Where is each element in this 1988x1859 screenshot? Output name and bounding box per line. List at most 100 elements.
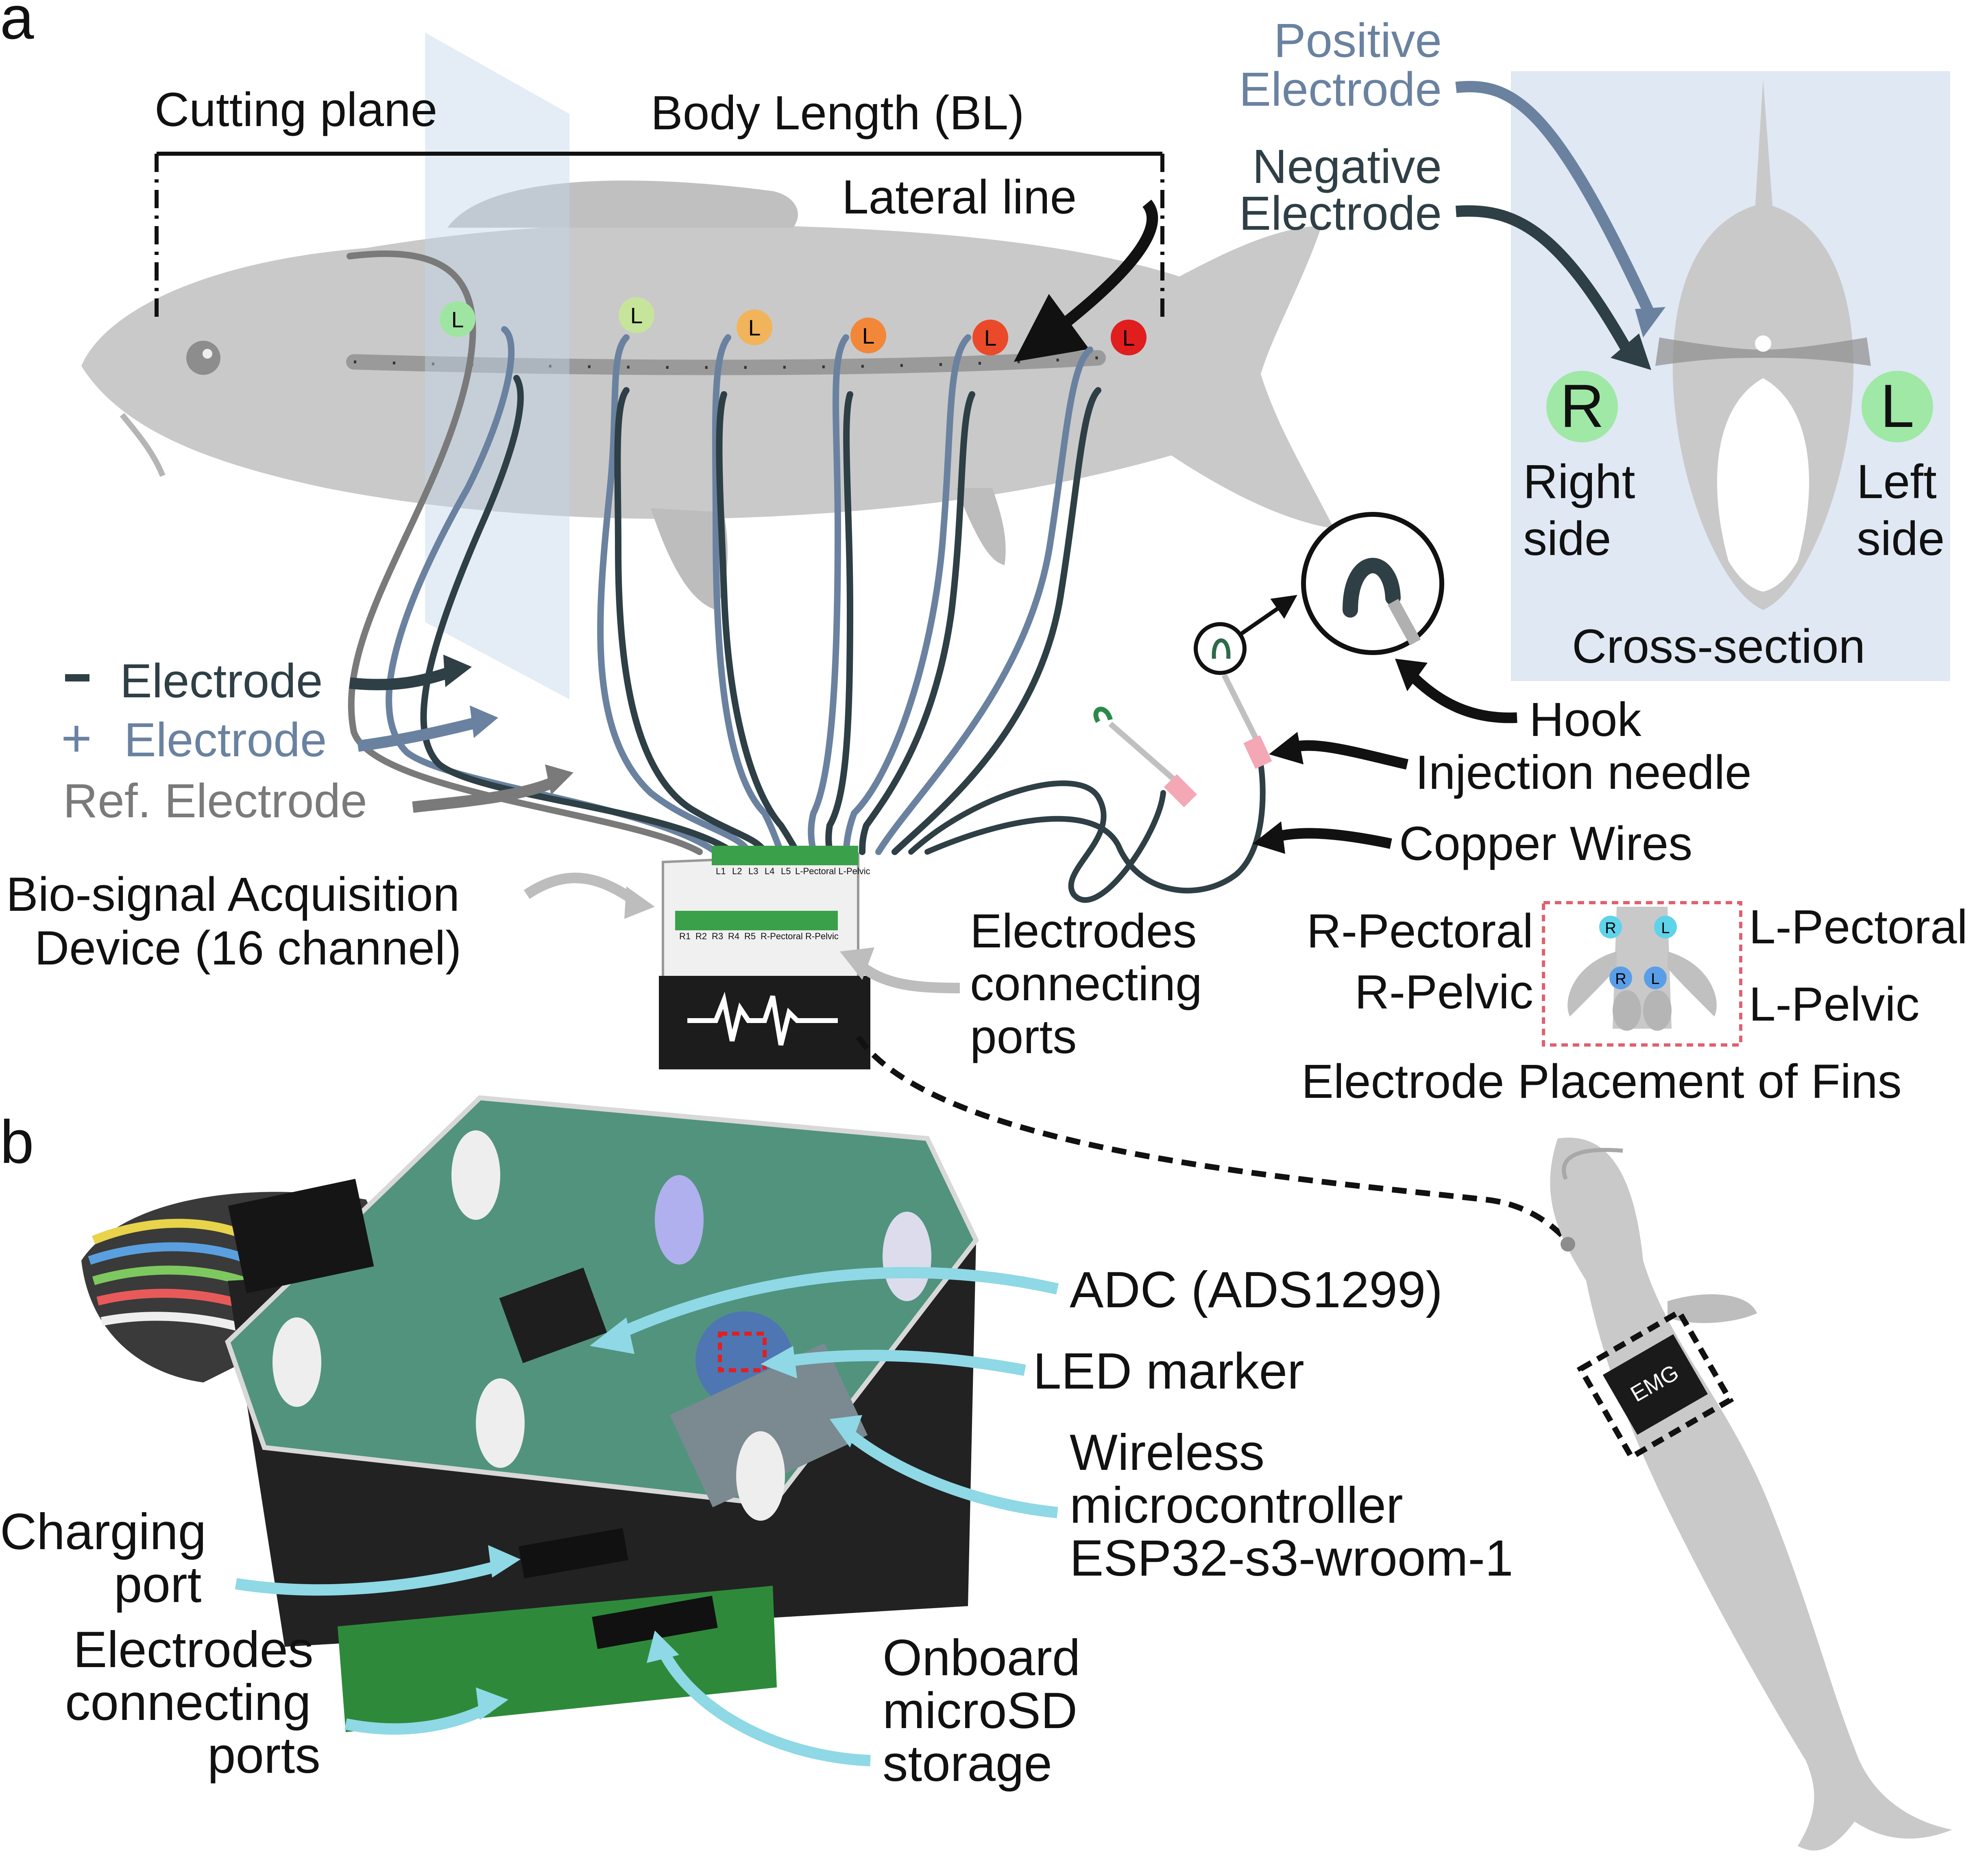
- copper-wires-label: Copper Wires: [1399, 817, 1692, 871]
- b-electrodes-line1: Electrodes: [73, 1622, 314, 1678]
- left-side-marker-label: L: [1880, 372, 1914, 440]
- lateral-marker-3-label: L: [748, 315, 761, 340]
- svg-text:R-Pectoral R-Pelvic: R-Pectoral R-Pelvic: [761, 931, 839, 941]
- svg-text:L4: L4: [765, 866, 774, 876]
- microsd-arrow: [658, 1648, 871, 1766]
- positive-electrode-line1: Positive: [1274, 14, 1442, 67]
- svg-text:R4: R4: [728, 931, 739, 941]
- led-marker-label: LED marker: [1033, 1343, 1304, 1400]
- svg-text:R1: R1: [679, 931, 691, 941]
- hook-arrow: [1407, 671, 1517, 723]
- lateral-marker-1: [440, 301, 475, 337]
- lateral-marker-1-label: L: [451, 307, 464, 332]
- adc-arrow: [608, 1267, 1059, 1343]
- needle-assembly: [1093, 512, 1444, 808]
- lateral-line-arrow: [1014, 200, 1158, 362]
- fin-fish-ventral: [1567, 907, 1717, 1031]
- r-pectoral-label: R-Pectoral: [1307, 904, 1533, 958]
- cutting-plane: [425, 33, 569, 699]
- body-length-bracket: [155, 152, 1164, 317]
- charging-port-line2: port: [114, 1556, 201, 1613]
- lateral-marker-2-label: L: [630, 303, 643, 328]
- copper-wires-arrow: [1271, 828, 1392, 849]
- minus-electrode-label: Electrode: [120, 654, 323, 708]
- charging-port-line1: Charging: [0, 1504, 206, 1560]
- lateral-marker-4-label: L: [862, 323, 875, 348]
- svg-text:R3: R3: [712, 931, 723, 941]
- negative-electrode-arrow: [1456, 205, 1632, 353]
- b-electrodes-line3: ports: [207, 1727, 320, 1784]
- right-side-marker: [1546, 371, 1618, 442]
- minus-sign: [65, 674, 89, 681]
- b-electrodes-line2: connecting: [65, 1674, 311, 1731]
- injection-needle-label: Injection needle: [1415, 746, 1752, 799]
- lateral-markers: L L L L L L: [440, 297, 1147, 355]
- l-pelvic-marker: [1644, 967, 1667, 989]
- fish-cross-section: [1655, 79, 1871, 610]
- r-pelvic-marker-label: R: [1615, 971, 1626, 988]
- positive-electrode-arrow: [1455, 81, 1657, 320]
- lateral-marker-3: [737, 309, 772, 345]
- b-electrodes-arrow: [344, 1702, 491, 1735]
- minus-electrode-arrow: [349, 665, 456, 690]
- cross-section-label: Cross-section: [1572, 620, 1865, 673]
- right-side-line1: Right: [1523, 455, 1635, 509]
- svg-text:L3: L3: [748, 866, 758, 876]
- left-side-line1: Left: [1857, 455, 1937, 509]
- device-port-labels-top: L1 L2 L3 L4 L5 L-Pectoral L-Pelvic: [716, 866, 870, 876]
- right-side-marker-label: R: [1560, 372, 1604, 440]
- plus-sign: +: [61, 708, 92, 768]
- device-port-labels-bottom: R1 R2 R3 R4 R5 R-Pectoral R-Pelvic: [679, 931, 839, 941]
- bio-signal-arrow: [523, 873, 638, 905]
- l-pelvic-marker-label: L: [1651, 971, 1659, 988]
- l-pelvic-label: L-Pelvic: [1749, 977, 1920, 1031]
- device-photo: [81, 1095, 979, 1732]
- r-pelvic-marker: [1609, 967, 1632, 989]
- l-pectoral-marker-label: L: [1661, 920, 1670, 937]
- l-pectoral-label: L-Pectoral: [1749, 900, 1968, 954]
- lateral-marker-4: [850, 318, 886, 353]
- emg-tag-highlight: [1576, 1308, 1734, 1461]
- acquisition-device: [659, 846, 870, 1069]
- microsd-line1: Onboard: [883, 1630, 1080, 1686]
- led-marker-arrow: [780, 1350, 1026, 1376]
- fin-placement-box: [1542, 901, 1742, 1047]
- adc-label: ADC (ADS1299): [1070, 1262, 1443, 1318]
- charging-port-arrow: [235, 1560, 502, 1596]
- negative-electrode-line2: Electrode: [1239, 187, 1442, 240]
- hook-label: Hook: [1529, 693, 1641, 747]
- l-pectoral-marker: [1654, 916, 1677, 938]
- lateral-marker-6: [1111, 320, 1147, 355]
- ref-electrode-arrow: [412, 775, 560, 813]
- electrode-wires: [347, 250, 1266, 903]
- svg-text:L5: L5: [781, 866, 791, 876]
- r-pelvic-label: R-Pelvic: [1355, 965, 1533, 1019]
- left-side-marker: [1862, 371, 1933, 442]
- emg-tag: [1602, 1334, 1708, 1435]
- microsd-line2: microSD: [883, 1683, 1077, 1739]
- bio-signal-line1: Bio-signal Acquisition: [6, 868, 460, 921]
- lateral-marker-2: [619, 297, 654, 333]
- plus-electrode-label: Electrode: [124, 713, 327, 767]
- microsd-line3: storage: [883, 1735, 1052, 1792]
- fin-placement-label: Electrode Placement of Fins: [1301, 1055, 1902, 1108]
- wireless-line2: microcontroller: [1070, 1477, 1403, 1534]
- panel-a-letter: a: [0, 0, 34, 52]
- svg-text:R2: R2: [695, 931, 707, 941]
- svg-text:L2: L2: [732, 866, 742, 876]
- svg-text:L1: L1: [716, 866, 726, 876]
- panel-b-letter: b: [0, 1108, 34, 1176]
- cutting-plane-label: Cutting plane: [155, 83, 437, 137]
- left-side-line2: side: [1857, 512, 1944, 566]
- device-ports-line2: connecting: [970, 957, 1202, 1011]
- lateral-marker-5-label: L: [984, 325, 997, 350]
- wireless-line1: Wireless: [1070, 1424, 1264, 1481]
- svg-text:R5: R5: [744, 931, 756, 941]
- svg-text:L-Pectoral L-Pelvic: L-Pectoral L-Pelvic: [795, 866, 870, 876]
- lateral-marker-6-label: L: [1123, 325, 1135, 350]
- body-length-label: Body Length (BL): [651, 86, 1024, 140]
- fish-top-view: [1550, 1137, 1952, 1851]
- negative-electrode-line1: Negative: [1252, 140, 1442, 194]
- wireless-line3: ESP32-s3-wroom-1: [1070, 1530, 1513, 1587]
